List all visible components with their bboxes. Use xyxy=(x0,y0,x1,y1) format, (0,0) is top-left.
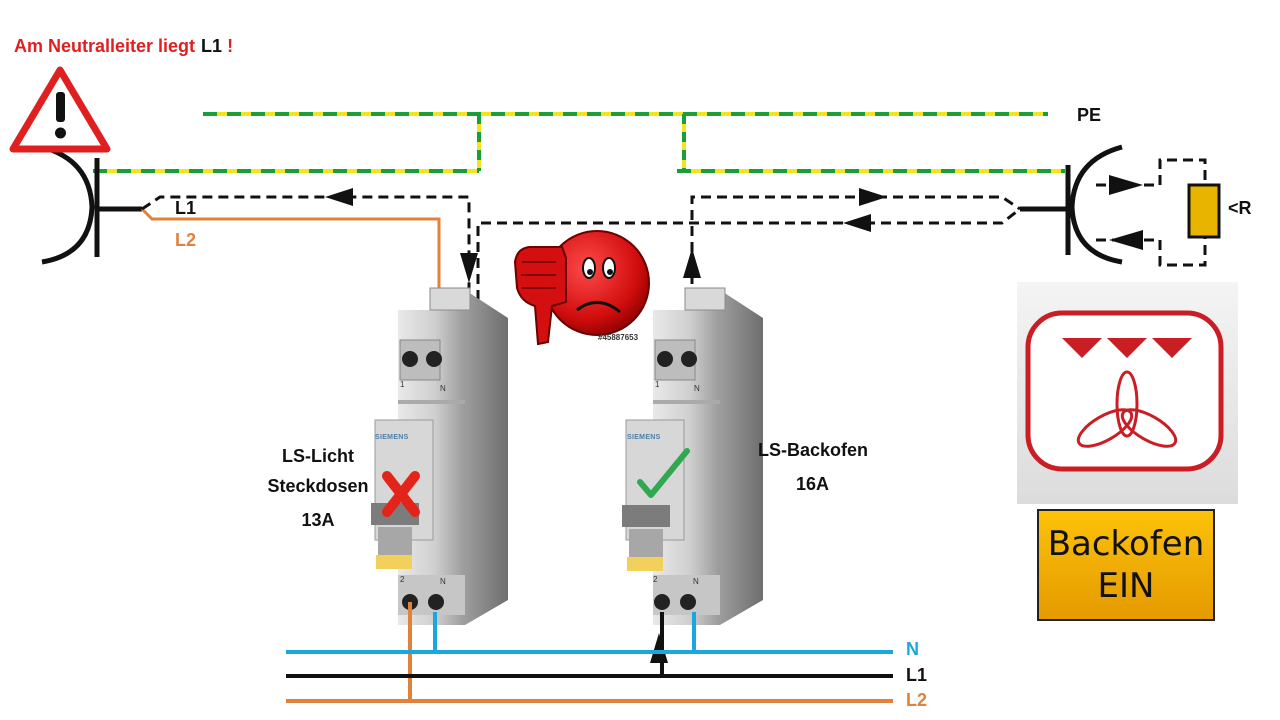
oven-on-button[interactable]: Backofen EIN xyxy=(1037,509,1215,621)
breaker-bus-connections xyxy=(408,602,696,701)
oven-button-line1: Backofen xyxy=(1047,523,1205,564)
l1-bus-label: L1 xyxy=(906,665,928,685)
l2-label-top: L2 xyxy=(175,230,197,250)
pe-conductor xyxy=(93,112,1065,173)
fault-current-path xyxy=(141,158,1207,300)
socket-symbol-right xyxy=(1020,144,1123,265)
breaker-right-terminal-n: N xyxy=(694,384,700,393)
breaker-left-terminal-2: 2 xyxy=(400,575,405,584)
oven-button-line2: EIN xyxy=(1097,566,1155,606)
breaker-left-terminal-n: N xyxy=(440,384,446,393)
l1-label-top: L1 xyxy=(175,198,197,218)
socket-symbol-left xyxy=(41,144,142,265)
warning-prefix: Am Neutralleiter liegt xyxy=(14,36,196,56)
resistor-label: <R xyxy=(1228,198,1252,218)
breaker-right-terminal-n2: N xyxy=(693,577,699,586)
breaker-right-name: LS-Backofen xyxy=(758,440,869,460)
breaker-right-terminal-2: 2 xyxy=(653,575,658,584)
breaker-right-rating: 16A xyxy=(796,474,830,494)
n-bus-label: N xyxy=(906,639,919,659)
breaker-right-brand: SIEMENS xyxy=(627,434,661,441)
l2-wire-top xyxy=(140,207,441,300)
warning-triangle-icon xyxy=(9,66,111,153)
breaker-left-terminal-n2: N xyxy=(440,577,446,586)
red-x-icon xyxy=(382,471,420,517)
breaker-left-rating: 13A xyxy=(301,510,335,530)
thumbs-down-emoji-icon xyxy=(503,230,650,346)
resistor-icon xyxy=(1187,183,1221,239)
oven-fan-icon xyxy=(1025,310,1224,472)
breaker-left-terminal-1: 1 xyxy=(400,380,405,389)
l2-bus-label: L2 xyxy=(906,690,928,710)
breaker-left-brand: SIEMENS xyxy=(375,434,409,441)
breaker-right-terminal-1: 1 xyxy=(655,380,660,389)
breaker-left xyxy=(371,287,508,625)
pe-label: PE xyxy=(1077,105,1102,125)
breaker-left-name-line1: LS-Licht xyxy=(282,446,354,466)
green-check-icon xyxy=(637,448,690,498)
warning-conductor: L1 xyxy=(201,36,223,56)
stock-image-id: #45887653 xyxy=(598,333,639,342)
breaker-right xyxy=(622,287,763,625)
warning-suffix: ! xyxy=(227,36,234,56)
breaker-left-name-line2: Steckdosen xyxy=(267,476,369,496)
oven-mode-panel xyxy=(1017,282,1238,504)
